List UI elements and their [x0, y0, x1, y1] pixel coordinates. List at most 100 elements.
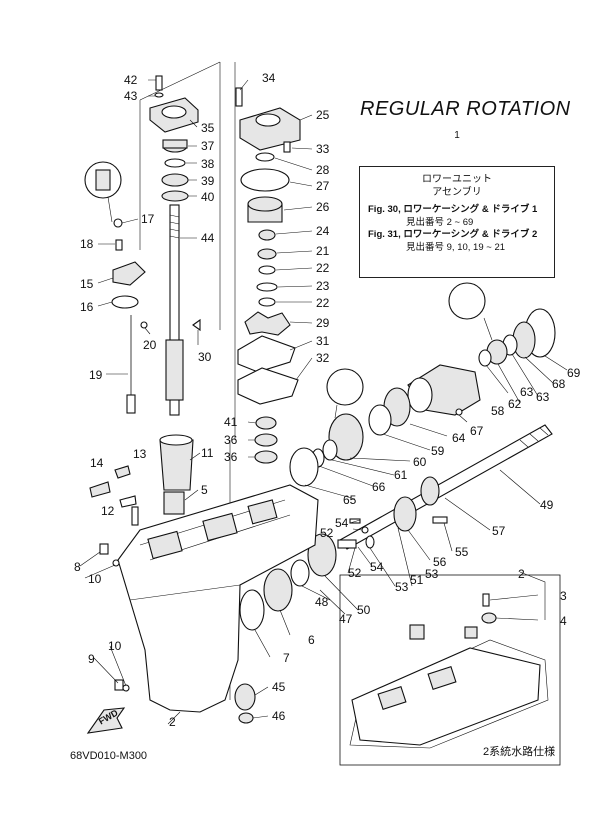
pinion-45 — [234, 683, 256, 711]
part-number-23: 23 — [316, 279, 330, 293]
clutch-53 — [393, 496, 417, 532]
part-number-41: 41 — [224, 415, 238, 429]
part-number-2a: 2 — [518, 567, 525, 581]
part-number-43: 43 — [124, 89, 138, 103]
info-box-fig2: Fig. 31, ロワーケーシング & ドライブ 2 — [368, 229, 538, 240]
bolt-14 — [89, 481, 111, 498]
washer-59 — [368, 404, 392, 436]
part-number-65: 65 — [343, 493, 357, 507]
pump-housing-25 — [239, 107, 301, 151]
part-number-56: 56 — [433, 555, 447, 569]
seal-24 — [258, 229, 276, 241]
spacer-63b — [478, 349, 492, 367]
part-number-7: 7 — [283, 651, 290, 665]
part-number-10a: 10 — [88, 572, 102, 586]
forward-gear-60 — [328, 413, 364, 461]
variant-inset-frame — [339, 574, 561, 766]
bearing-48 — [290, 559, 310, 587]
seal-41 — [255, 416, 277, 430]
part-number-32: 32 — [316, 351, 330, 365]
part-number-19: 19 — [89, 368, 103, 382]
pin-67 — [455, 408, 463, 416]
part-number-53b: 53 — [395, 580, 409, 594]
impeller-29 — [244, 311, 291, 336]
part-number-68: 68 — [552, 377, 566, 391]
part-number-25: 25 — [316, 108, 330, 122]
part-number-15: 15 — [80, 277, 94, 291]
part-number-14: 14 — [90, 456, 104, 470]
part-number-51: 51 — [410, 573, 424, 587]
info-box-fig1-sub: 見出番号 2 ~ 69 — [406, 216, 474, 228]
plunger-54b — [337, 539, 357, 549]
part-number-62: 62 — [508, 397, 522, 411]
info-box-fig1: Fig. 30, ロワーケーシング & ドライブ 1 — [368, 204, 538, 215]
o-ring-16 — [111, 295, 139, 309]
bolt-42 — [155, 75, 163, 91]
part-number-67: 67 — [470, 424, 484, 438]
part-number-39: 39 — [201, 174, 215, 188]
drawing-code: 68VD010-M300 — [70, 750, 148, 762]
info-box-line2: アセンブリ — [432, 187, 482, 198]
part-number-3: 3 — [560, 589, 567, 603]
seal-28 — [255, 152, 275, 162]
part-number-59: 59 — [431, 444, 445, 458]
o-ring-27 — [240, 168, 290, 192]
part-number-66: 66 — [372, 480, 386, 494]
part-number-55: 55 — [455, 545, 469, 559]
part-number-6: 6 — [308, 633, 315, 647]
seal-36a — [254, 433, 278, 447]
pin-54a — [349, 518, 361, 524]
clip-17 — [113, 218, 123, 228]
part-number-52a: 52 — [320, 526, 334, 540]
part-number-22a: 22 — [316, 261, 330, 275]
part-number-4: 4 — [560, 614, 567, 628]
part-number-13: 13 — [133, 447, 147, 461]
part-number-63a: 63 — [536, 390, 550, 404]
shim-7 — [239, 589, 265, 631]
pin-33 — [283, 141, 291, 153]
part-number-12: 12 — [101, 504, 115, 518]
part-number-40: 40 — [201, 190, 215, 204]
part-number-30: 30 — [198, 350, 212, 364]
part-number-21: 21 — [316, 244, 330, 258]
washer-10b — [122, 684, 130, 692]
part-number-49: 49 — [540, 498, 554, 512]
bearing-6 — [263, 568, 293, 612]
part-number-17: 17 — [141, 212, 155, 226]
pin-55 — [432, 516, 448, 524]
part-number-48: 48 — [315, 595, 329, 609]
gasket-32 — [237, 367, 299, 405]
plug-9 — [114, 679, 124, 691]
variant-note: 2系統水路仕様 — [483, 746, 556, 758]
anode-13 — [114, 465, 131, 479]
part-number-50: 50 — [357, 603, 371, 617]
detail-inset-right — [448, 282, 486, 320]
info-box-line1: ロワーユニット — [422, 174, 492, 185]
part-number-57: 57 — [492, 524, 506, 538]
info-box-fig2-sub: 見出番号 9, 10, 19 ~ 21 — [406, 241, 506, 253]
part-number-29: 29 — [316, 316, 330, 330]
gasket-22a — [258, 265, 276, 275]
race-65 — [289, 447, 319, 487]
part-number-9: 9 — [88, 652, 95, 666]
bolt-3 — [482, 593, 490, 607]
gasket-22b — [258, 297, 276, 307]
washer-43 — [154, 92, 164, 98]
part-number-37: 37 — [201, 139, 215, 153]
nut-46 — [238, 712, 254, 724]
pin-30 — [192, 318, 201, 332]
part-number-38: 38 — [201, 157, 215, 171]
assembly-info-box: 1 ロワーユニット アセンブリ Fig. 30, ロワーケーシング & ドライブ… — [359, 130, 555, 278]
washer-38 — [164, 158, 186, 168]
plate-21 — [257, 248, 277, 260]
part-number-2b: 2 — [169, 715, 176, 729]
bolt-34 — [235, 87, 243, 107]
part-number-8: 8 — [74, 560, 81, 574]
part-number-27: 27 — [316, 179, 330, 193]
seal-40 — [161, 190, 189, 202]
drive-shaft-44 — [169, 204, 180, 416]
part-number-53a: 53 — [425, 567, 439, 581]
part-number-36a: 36 — [224, 433, 238, 447]
